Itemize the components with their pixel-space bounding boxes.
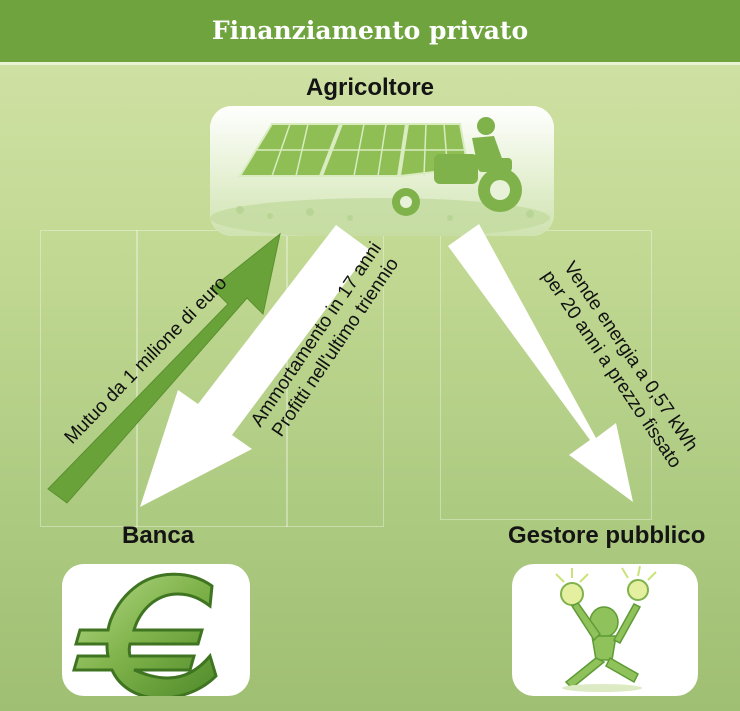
solar-panel-tractor-icon [210,106,554,236]
agricoltore-label: Agricoltore [305,74,434,101]
header-bar: Finanziamento privato [0,0,740,65]
euro-sign-icon [72,572,218,696]
agricoltore-card [210,106,554,236]
background-frame [40,230,138,527]
gestore-label: Gestore pubblico [508,522,706,549]
ammortamento-arrow [140,225,370,507]
vendita-arrow [448,224,633,502]
gestore-card [512,564,698,696]
banca-label: Banca [122,522,195,549]
banca-card [62,564,250,696]
mutuo-arrow [47,232,281,504]
lightbulb-figure-icon [555,565,657,692]
header-title: Finanziamento privato [211,16,529,45]
